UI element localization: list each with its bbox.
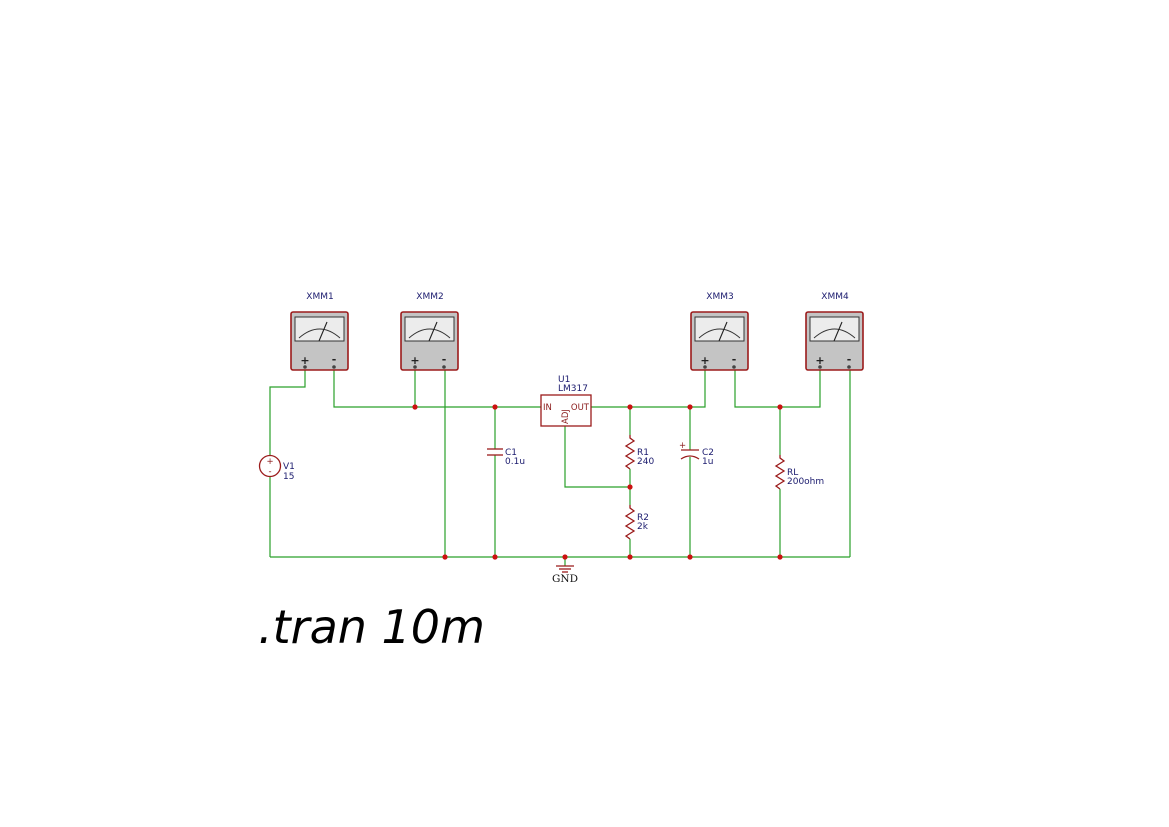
regulator-body <box>540 394 592 427</box>
meter-plus-label: + <box>410 354 419 367</box>
wire-xmm3-minus <box>734 367 821 408</box>
meter-minus-terminal[interactable] <box>442 365 446 369</box>
meter-minus-label: - <box>442 353 447 366</box>
rl-ref-label: RL <box>787 468 798 478</box>
meter-minus-label: - <box>847 353 852 366</box>
meter-plus-terminal[interactable] <box>818 365 822 369</box>
meter-plus-terminal[interactable] <box>703 365 707 369</box>
source-plus-label: + <box>266 457 273 467</box>
meter-needle <box>718 321 728 342</box>
junctions <box>412 404 783 560</box>
meter-needle <box>428 321 438 342</box>
meter-ref-label: XMM3 <box>706 292 733 302</box>
junction-dot <box>777 404 783 410</box>
regulator-ref-label: U1 <box>558 375 570 385</box>
multimeter-xmm3[interactable]: XMM3 + - <box>690 292 749 371</box>
r2-ref-label: R2 <box>637 513 649 523</box>
c2-value-label: 1u <box>702 457 713 467</box>
meter-scale-arc <box>698 328 741 339</box>
junction-dot <box>492 404 498 410</box>
resistor-zigzag <box>624 505 636 540</box>
c2-polarity-label: + <box>679 441 686 451</box>
meter-plus-terminal[interactable] <box>413 365 417 369</box>
regulator-pin-adj: ADJ <box>561 409 571 424</box>
wires <box>269 367 851 566</box>
junction-dot <box>627 484 633 490</box>
junction-dot <box>562 554 568 560</box>
wire-out-rail <box>591 367 706 408</box>
meter-plus-label: + <box>300 354 309 367</box>
c1-ref-label: C1 <box>505 448 517 458</box>
meter-minus-terminal[interactable] <box>332 365 336 369</box>
meter-plus-label: + <box>815 354 824 367</box>
junction-dot <box>777 554 783 560</box>
junction-dot <box>687 404 693 410</box>
wire-v1-top <box>269 367 306 455</box>
regulator-part-label: LM317 <box>558 384 588 394</box>
rl-value-label: 200ohm <box>787 477 824 487</box>
source-ref-label: V1 <box>283 462 295 472</box>
meter-scale-arc <box>813 328 856 339</box>
regulator-pin-in: IN <box>543 403 552 413</box>
meter-minus-label: - <box>732 353 737 366</box>
source-symbol <box>258 454 282 478</box>
meter-minus-terminal[interactable] <box>847 365 851 369</box>
resistor-rl[interactable]: RL 200ohm <box>774 455 824 490</box>
junction-dot <box>687 554 693 560</box>
r1-value-label: 240 <box>637 457 654 467</box>
wire-xmm1-minus <box>333 367 541 408</box>
meter-plus-terminal[interactable] <box>303 365 307 369</box>
junction-dot <box>442 554 448 560</box>
multimeter-xmm1[interactable]: XMM1 + - <box>290 292 349 371</box>
meter-scale-arc <box>298 328 341 339</box>
meter-scale-arc <box>408 328 451 339</box>
multimeter-xmm4[interactable]: XMM4 + - <box>805 292 864 371</box>
capacitor-curved-plate <box>680 455 700 460</box>
junction-dot <box>627 554 633 560</box>
meter-minus-label: - <box>332 353 337 366</box>
c2-ref-label: C2 <box>702 448 714 458</box>
spice-directive[interactable]: .tran 10m <box>258 600 485 654</box>
junction-dot <box>627 404 633 410</box>
r2-value-label: 2k <box>637 522 649 532</box>
ground-label: GND <box>552 573 578 585</box>
source-value-label: 15 <box>283 472 294 482</box>
resistor-r1[interactable]: R1 240 <box>624 435 654 470</box>
capacitor-c1[interactable]: C1 0.1u <box>487 448 525 467</box>
resistor-zigzag <box>624 435 636 470</box>
meter-ref-label: XMM2 <box>416 292 443 302</box>
capacitor-c2[interactable]: + C2 1u <box>679 441 714 467</box>
ground-symbol[interactable]: GND <box>552 565 578 585</box>
meter-needle <box>833 321 843 342</box>
regulator-pin-out: OUT <box>571 403 590 413</box>
c1-value-label: 0.1u <box>505 457 525 467</box>
r1-ref-label: R1 <box>637 448 649 458</box>
multimeter-xmm2[interactable]: XMM2 + - <box>400 292 459 371</box>
meter-needle <box>318 321 328 342</box>
regulator-u1[interactable]: U1 LM317 IN OUT ADJ <box>540 375 592 427</box>
source-minus-label: - <box>268 467 271 477</box>
meter-minus-terminal[interactable] <box>732 365 736 369</box>
meter-plus-label: + <box>700 354 709 367</box>
voltage-source-v1[interactable]: + - V1 15 <box>258 454 295 483</box>
wire-adj <box>564 426 630 488</box>
resistor-r2[interactable]: R2 2k <box>624 505 649 540</box>
junction-dot <box>492 554 498 560</box>
junction-dot <box>412 404 418 410</box>
meter-ref-label: XMM4 <box>821 292 849 302</box>
resistor-zigzag <box>774 455 786 490</box>
meter-ref-label: XMM1 <box>306 292 333 302</box>
